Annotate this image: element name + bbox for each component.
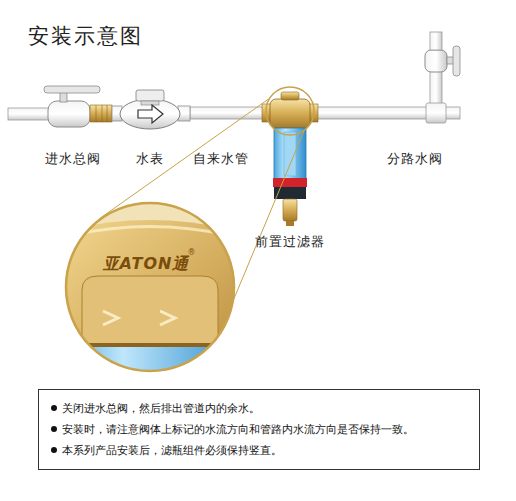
- brand-mark: 亚ATON通: [103, 254, 190, 273]
- note-line: 安装时，请注意阀体上标记的水流方向和管路内水流方向是否保持一致。: [51, 419, 465, 440]
- registered-mark: ®: [188, 248, 197, 258]
- part-name: 自来水管: [193, 151, 249, 167]
- note-line: 本系列产品安装后，滤瓶组件必须保持竖直。: [51, 440, 465, 461]
- notes-box: 关闭进水总阀，然后排出管道内的余水。安装时，请注意阀体上标记的水流方向和管路内水…: [38, 389, 480, 470]
- note-text: 关闭进水总阀，然后排出管道内的余水。: [62, 402, 260, 415]
- part-name: 水表: [136, 151, 164, 167]
- part-name: 进水总阀: [45, 151, 101, 167]
- bullet-dot: [51, 447, 57, 453]
- note-line: 关闭进水总阀，然后排出管道内的余水。: [51, 398, 465, 419]
- diagram-title: 安装示意图: [28, 24, 143, 49]
- bullet-dot: [51, 426, 57, 432]
- note-text: 本系列产品安装后，滤瓶组件必须保持竖直。: [62, 444, 282, 457]
- part-name: 分路水阀: [387, 151, 443, 167]
- note-text: 安装时，请注意阀体上标记的水流方向和管路内水流方向是否保持一致。: [62, 423, 414, 436]
- bullet-dot: [51, 405, 57, 411]
- part-name: 前置过滤器: [255, 234, 325, 250]
